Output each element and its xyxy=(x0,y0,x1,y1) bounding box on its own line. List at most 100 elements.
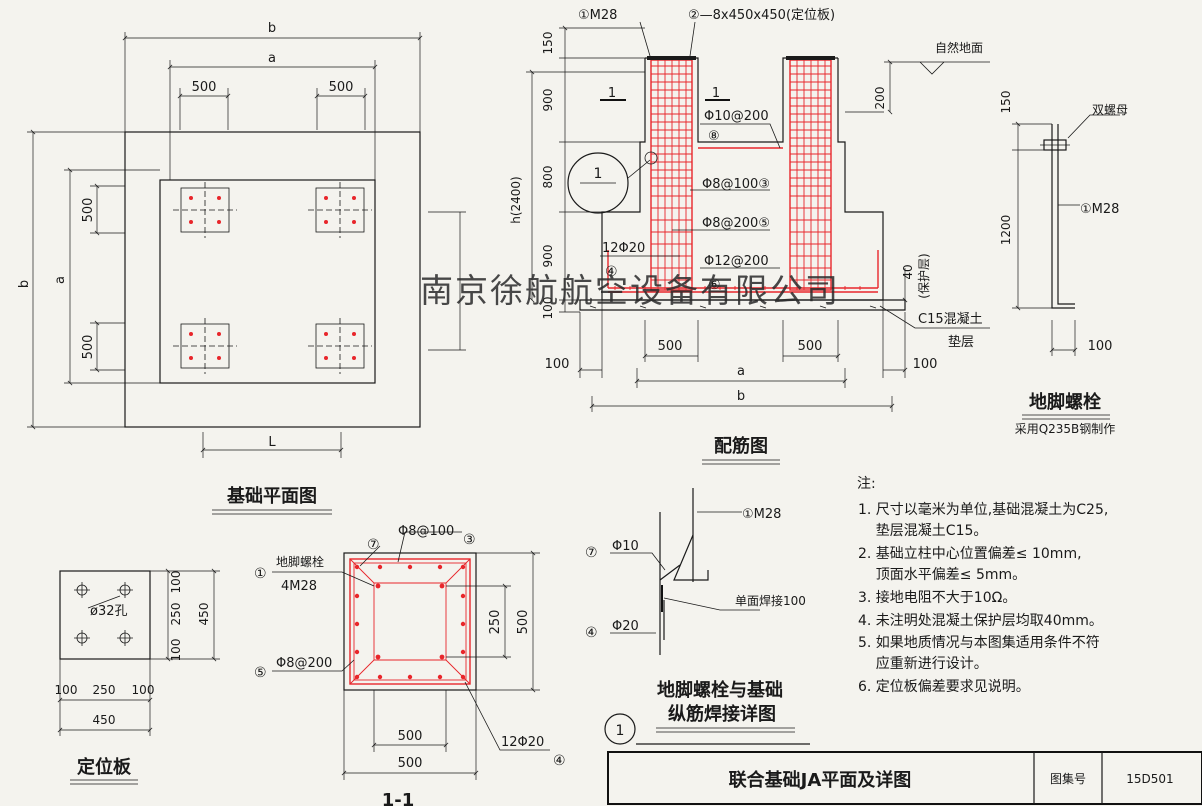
weld-num-7: ⑦ xyxy=(585,545,598,561)
section11-stirrup-inner xyxy=(353,562,467,681)
plate-dim-h-450: 450 xyxy=(93,713,116,727)
plan-dim-L: L xyxy=(268,435,276,450)
bolt-shaft xyxy=(1051,124,1075,309)
rebar-title: 配筋图 xyxy=(714,435,768,457)
note-line-5: 3. 接地电阻不大于10Ω。 xyxy=(858,589,1016,606)
title-page-circle xyxy=(604,713,636,745)
bar-6-label: Φ12@200 xyxy=(704,254,769,269)
dim-100-v: 100 xyxy=(541,297,555,320)
dim-b: b xyxy=(737,389,745,404)
natural-ground-symbol xyxy=(905,61,990,75)
dim-100-left: 100 xyxy=(545,357,570,372)
bolt-dim-150: 150 xyxy=(999,91,1013,114)
section11-dim-250: 250 xyxy=(488,610,503,635)
plan-dim-a-left: a xyxy=(53,276,68,284)
section11-bolt-label-1: 地脚螺栓 xyxy=(276,554,324,569)
weld-num-4: ④ xyxy=(585,625,598,641)
dim-900-bottom: 900 xyxy=(541,245,555,268)
title-atlas-code: 15D501 xyxy=(1126,772,1173,786)
section-pad-hatch xyxy=(589,305,877,309)
base-mesh xyxy=(607,250,879,293)
plate-dim-h-250: 250 xyxy=(93,683,116,697)
natural-ground-label: 自然地面 xyxy=(935,40,983,55)
plate-hole: ø32孔 xyxy=(90,604,128,619)
rebar-section: 1 1 1 150 900 800 900 100 h(2400) 200 40… xyxy=(509,8,990,465)
bolt-double-nut: 双螺母 xyxy=(1092,103,1128,117)
base-mesh-ticks xyxy=(614,286,861,290)
section11-bar-3: Φ8@100 xyxy=(398,524,454,539)
c15-label-1: C15混凝土 xyxy=(918,311,983,327)
dim-200: 200 xyxy=(873,87,887,110)
label-plate: ②—8x450x450(定位板) xyxy=(688,8,835,23)
section11-bar-4: 12Φ20 xyxy=(501,735,544,750)
section11-bolt-label-2: 4M28 xyxy=(281,579,317,594)
note-line-1: 1. 尺寸以毫米为单位,基础混凝土为C25, xyxy=(858,501,1108,518)
dim-h: h(2400) xyxy=(509,176,523,224)
section11-num-5: ⑤ xyxy=(254,665,267,681)
section11-bar-5: Φ8@200 xyxy=(276,656,332,671)
plate-dim-v-100-bottom: 100 xyxy=(169,639,183,662)
plan-dim-a-top: a xyxy=(268,51,276,66)
plan-outline xyxy=(124,131,421,428)
note-line-7: 5. 如果地质情况与本图集适用条件不符 xyxy=(858,634,1100,651)
plan-column xyxy=(159,179,376,384)
bolt-m28: ①M28 xyxy=(1080,202,1119,217)
title-block-frame xyxy=(607,751,1202,805)
plate-dim-h-100-right: 100 xyxy=(132,683,155,697)
note-line-9: 6. 定位板偏差要求见说明。 xyxy=(858,679,1030,695)
bar-3-label: Φ8@100③ xyxy=(702,177,770,192)
dim-500-l: 500 xyxy=(658,339,683,354)
section11-num-7: ⑦ xyxy=(367,537,380,553)
plan-dim-b-left: b xyxy=(17,280,32,288)
bolt-title: 地脚螺栓 xyxy=(1029,391,1101,413)
note-line-4: 顶面水平偏差≤ 5mm。 xyxy=(858,567,1026,583)
plan-dimensions xyxy=(27,32,466,458)
plate-outline xyxy=(59,570,151,660)
section-bottom-dims xyxy=(580,300,905,412)
plan-dim-500-v-top: 500 xyxy=(81,198,96,223)
c15-label-2: 垫层 xyxy=(948,334,974,350)
plan-dim-500-v-bottom: 500 xyxy=(81,335,96,360)
plate-title: 定位板 xyxy=(77,756,132,778)
bar-4-num: ④ xyxy=(605,264,618,280)
section11-dim-500-v: 500 xyxy=(516,610,531,635)
plan-dim-500-right: 500 xyxy=(329,80,354,95)
note-line-8: 应重新进行设计。 xyxy=(858,655,988,672)
note-line-6: 4. 未注明处混凝土保护层均取40mm。 xyxy=(858,613,1103,629)
section11-title: 1-1 xyxy=(382,790,415,806)
weld-m28: ①M28 xyxy=(742,507,781,522)
section11-stirrup-outer xyxy=(349,558,471,685)
label-m28: ①M28 xyxy=(578,8,617,23)
bar-5-label: Φ8@200⑤ xyxy=(702,216,770,231)
plate-dim-v-450: 450 xyxy=(197,603,211,626)
watermark: 南京徐航航空设备有限公司 xyxy=(420,271,840,310)
foundation-plan: b a 500 500 b a 500 500 L 基础平面图 xyxy=(17,21,466,515)
bar-8-label: Φ10@200 xyxy=(704,109,769,124)
weld-bar-10: Φ10 xyxy=(612,539,639,554)
section11-dim-500-outer: 500 xyxy=(398,756,423,771)
dim-40: 40 xyxy=(901,264,915,279)
title-main: 联合基础JA平面及详图 xyxy=(729,769,912,791)
notes: 注: 1. 尺寸以毫米为单位,基础混凝土为C25, 垫层混凝土C15。 2. 基… xyxy=(857,476,1108,695)
plan-bolt-dots xyxy=(189,196,356,360)
weld-note: 单面焊接100 xyxy=(735,593,806,608)
bar-4-label: 12Φ20 xyxy=(602,241,645,256)
detail-callout-circle xyxy=(567,152,629,214)
dim-500-r: 500 xyxy=(798,339,823,354)
plate-dim-v-250: 250 xyxy=(169,603,183,626)
plan-title: 基础平面图 xyxy=(226,485,317,507)
section-pad xyxy=(579,299,906,311)
left-top-plate xyxy=(647,56,696,60)
cover-note: (保护层) xyxy=(917,253,931,298)
note-line-2: 垫层混凝土C15。 xyxy=(858,523,987,539)
cut-mark-left: 1 xyxy=(608,86,616,101)
bar-6-num: ⑥ xyxy=(708,277,721,293)
dim-900-top: 900 xyxy=(541,89,555,112)
positioning-plate: ø32孔 100 250 100 450 100 250 100 450 定位板 xyxy=(55,570,220,785)
left-column-cage xyxy=(650,59,693,291)
right-column-cage xyxy=(789,59,832,291)
plate-dim-h-100-left: 100 xyxy=(55,683,78,697)
section-1-1: 地脚螺栓 4M28 ① ⑦ Φ8@100 ③ ⑤ Φ8@200 12Φ20 ④ … xyxy=(254,524,566,806)
weld-title-1: 地脚螺栓与基础 xyxy=(657,679,783,701)
title-page-num: 1 xyxy=(616,723,625,739)
